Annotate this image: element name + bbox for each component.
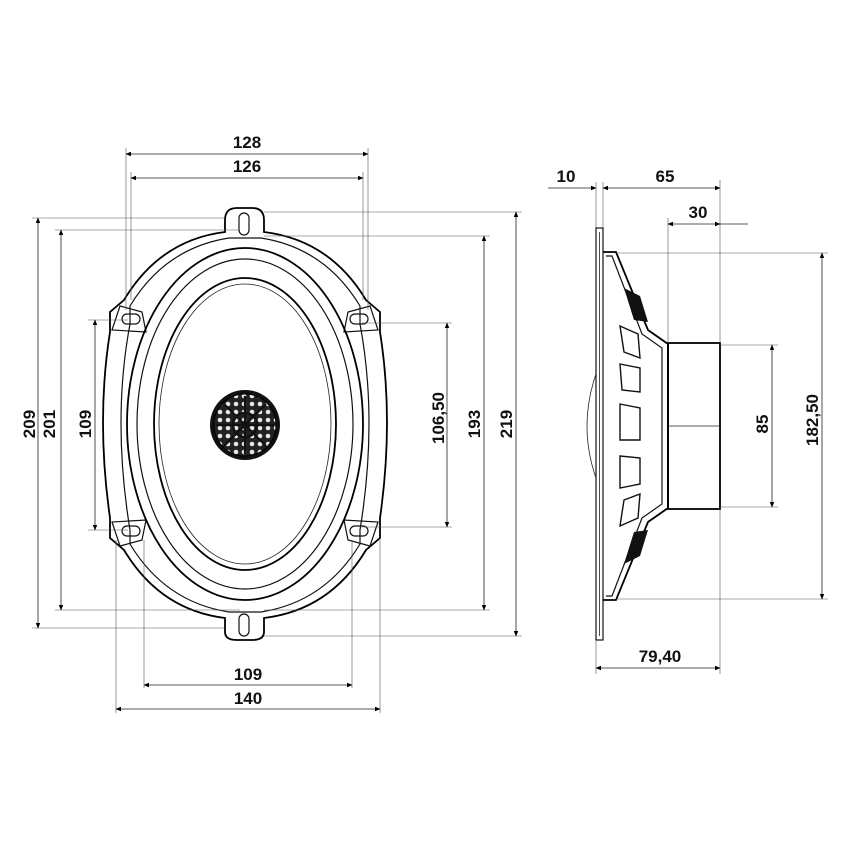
tweeter-grille xyxy=(210,390,280,460)
dim-height-193: 193 xyxy=(465,410,484,438)
dim-width-140: 140 xyxy=(234,689,262,708)
front-view: 128 126 109 140 209 201 109 106,50 193 2… xyxy=(20,133,522,713)
dim-magnet-30: 30 xyxy=(689,203,708,222)
mount-slot-bottom-right xyxy=(343,519,379,547)
dim-width-109: 109 xyxy=(234,665,262,684)
dim-height-201: 201 xyxy=(40,410,59,438)
flange-plate xyxy=(595,227,604,641)
dim-height-209: 209 xyxy=(20,410,39,438)
dim-total-depth: 79,40 xyxy=(639,647,682,666)
mount-slot-bottom-left xyxy=(111,519,147,547)
cone-edge xyxy=(153,277,337,571)
mount-slot-top-right xyxy=(343,305,379,333)
dim-height-182-50: 182,50 xyxy=(803,394,822,446)
surround-outer xyxy=(126,247,364,601)
mount-slot-bottom xyxy=(238,613,250,637)
mount-slot-top xyxy=(238,212,250,236)
speaker-frame-outline xyxy=(102,207,388,641)
side-extension-lines xyxy=(595,180,828,674)
dim-height-219: 219 xyxy=(497,410,516,438)
surround-middle xyxy=(136,258,354,590)
front-dimension-lines xyxy=(35,151,519,712)
dim-depth-65: 65 xyxy=(656,167,675,186)
front-extension-lines xyxy=(32,148,522,713)
cone-dome xyxy=(586,373,597,479)
dim-height-109: 109 xyxy=(76,410,95,438)
cone-inner xyxy=(158,283,332,565)
dim-width-126: 126 xyxy=(233,157,261,176)
dim-height-106-50: 106,50 xyxy=(429,392,448,444)
side-view: 10 65 30 85 182,50 79,40 xyxy=(548,167,828,674)
dim-width-128: 128 xyxy=(233,133,261,152)
dim-flange-10: 10 xyxy=(557,167,576,186)
mount-slot-top-left xyxy=(111,305,147,333)
dim-magnet-85: 85 xyxy=(753,415,772,434)
side-dimension-lines xyxy=(548,185,825,671)
basket-windows xyxy=(619,288,648,564)
